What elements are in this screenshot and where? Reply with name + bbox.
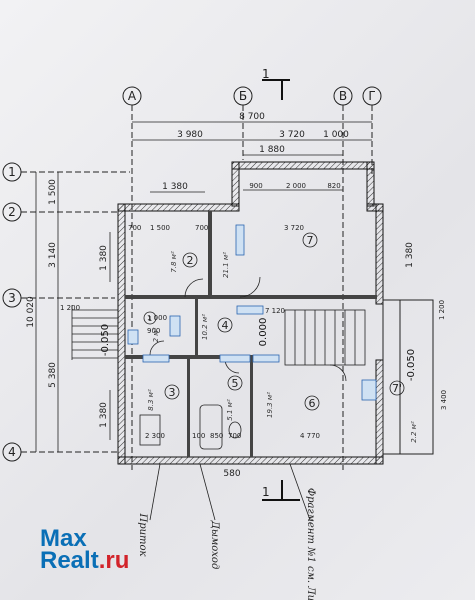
dim-r2-700: 700 <box>128 224 141 232</box>
axis-letter-markers <box>122 86 382 470</box>
dim-b2300: 2 300 <box>145 432 165 440</box>
dim-top-820: 820 <box>327 182 340 190</box>
dim-1200-right: 1 200 <box>438 300 446 320</box>
maxrealt-watermark: Max Realt.ru <box>40 525 130 574</box>
dim-580: 580 <box>223 469 240 479</box>
dim-b700: 700 <box>228 432 241 440</box>
axis-label-1: 1 <box>8 165 16 179</box>
room-markers <box>143 232 405 411</box>
interior-walls <box>125 211 377 457</box>
axis-label-g: Г <box>368 89 375 103</box>
door-swings <box>149 276 347 382</box>
level-zero: 0.000 <box>258 318 269 347</box>
note-pritok: Приток <box>137 512 148 556</box>
watermark-line-2: Realt.ru <box>40 547 130 574</box>
section-mark-bottom-label: 1 <box>262 485 270 499</box>
room-2-area: 7.8 м² <box>170 251 178 273</box>
dim-1380-upper: 1 380 <box>99 245 109 271</box>
axis-label-a: А <box>128 89 137 103</box>
room-3-area: 8.3 м² <box>147 389 155 411</box>
dim-r7-3720: 3 720 <box>284 224 304 232</box>
sanitary-fixtures <box>139 404 242 450</box>
axis-number-markers <box>2 162 130 462</box>
dim-1000: 1 000 <box>147 314 167 322</box>
note-leaders <box>149 463 311 521</box>
dim-top-900: 900 <box>249 182 262 190</box>
dim-3400-right: 3 400 <box>440 390 448 410</box>
dim-overall-depth: 10 020 <box>26 296 36 328</box>
dim-r2-1500: 1 500 <box>150 224 170 232</box>
level-right: -0.050 <box>406 349 417 381</box>
dim-1380-right: 1 380 <box>405 242 415 268</box>
room-1-area: 2 м² <box>152 327 160 342</box>
room-7p-number: 7' <box>392 382 402 395</box>
room-4-number: 4 <box>222 319 229 332</box>
blue-label-tags <box>127 224 377 401</box>
internal-staircase <box>284 309 366 366</box>
dim-3140: 3 140 <box>48 242 58 268</box>
dim-step: 1 380 <box>162 182 188 192</box>
room-7-area: 21.1 м² <box>222 252 230 278</box>
note-dymokhod: Дымоход <box>209 520 220 570</box>
section-mark-top <box>262 79 290 100</box>
watermark-suffix: .ru <box>98 547 130 574</box>
note-fragment: Фрагмент №1 см. Лист <box>305 488 316 600</box>
left-entry-stairs <box>71 305 118 360</box>
dim-r2-700b: 700 <box>195 224 208 232</box>
dim-mid-7120: 7 120 <box>265 307 285 315</box>
room-3-number: 3 <box>169 386 176 399</box>
dim-900: 900 <box>147 327 160 335</box>
dim-overall-width: 8 700 <box>239 112 265 122</box>
axis-label-2: 2 <box>8 205 16 219</box>
dim-b850: 850 <box>210 432 223 440</box>
dim-1500: 1 500 <box>48 179 58 205</box>
section-mark-bottom <box>262 480 300 501</box>
watermark-realt: Realt <box>40 547 99 574</box>
left-dimension-lines <box>35 172 111 452</box>
room-2-number: 2 <box>187 254 194 267</box>
axis-label-b: Б <box>239 89 247 103</box>
room-5-number: 5 <box>232 377 239 390</box>
dim-top-2000: 2 000 <box>286 182 306 190</box>
room-1-number: 1 <box>148 315 152 323</box>
room-6-area: 19.3 м² <box>266 392 274 418</box>
dim-seg-c: 1 000 <box>323 130 349 140</box>
dim-5380: 5 380 <box>48 362 58 388</box>
exterior-walls <box>117 161 384 465</box>
level-left: -0.050 <box>100 324 111 356</box>
axis-label-4: 4 <box>8 445 16 459</box>
dim-b100: 100 <box>192 432 205 440</box>
top-dimension-lines <box>132 121 372 193</box>
room-7p-area: 2.2 м² <box>410 421 418 443</box>
room-6-number: 6 <box>309 397 316 410</box>
watermark-line-1: Max <box>40 525 87 552</box>
dim-1380-lower: 1 380 <box>99 402 109 428</box>
dim-seg-a: 3 980 <box>177 130 203 140</box>
dim-b4770: 4 770 <box>300 432 320 440</box>
right-porch <box>382 299 434 455</box>
dim-seg-b: 3 720 <box>279 130 305 140</box>
dim-bay: 1 880 <box>259 145 285 155</box>
section-mark-top-label: 1 <box>262 67 270 81</box>
axis-label-3: 3 <box>8 291 16 305</box>
room-5-area: 5.1 м² <box>226 399 234 421</box>
room-7-number: 7 <box>307 234 314 247</box>
dim-1200-left: 1 200 <box>60 304 80 312</box>
room-4-area: 10.2 м² <box>201 314 209 340</box>
axis-label-v: В <box>339 89 347 103</box>
